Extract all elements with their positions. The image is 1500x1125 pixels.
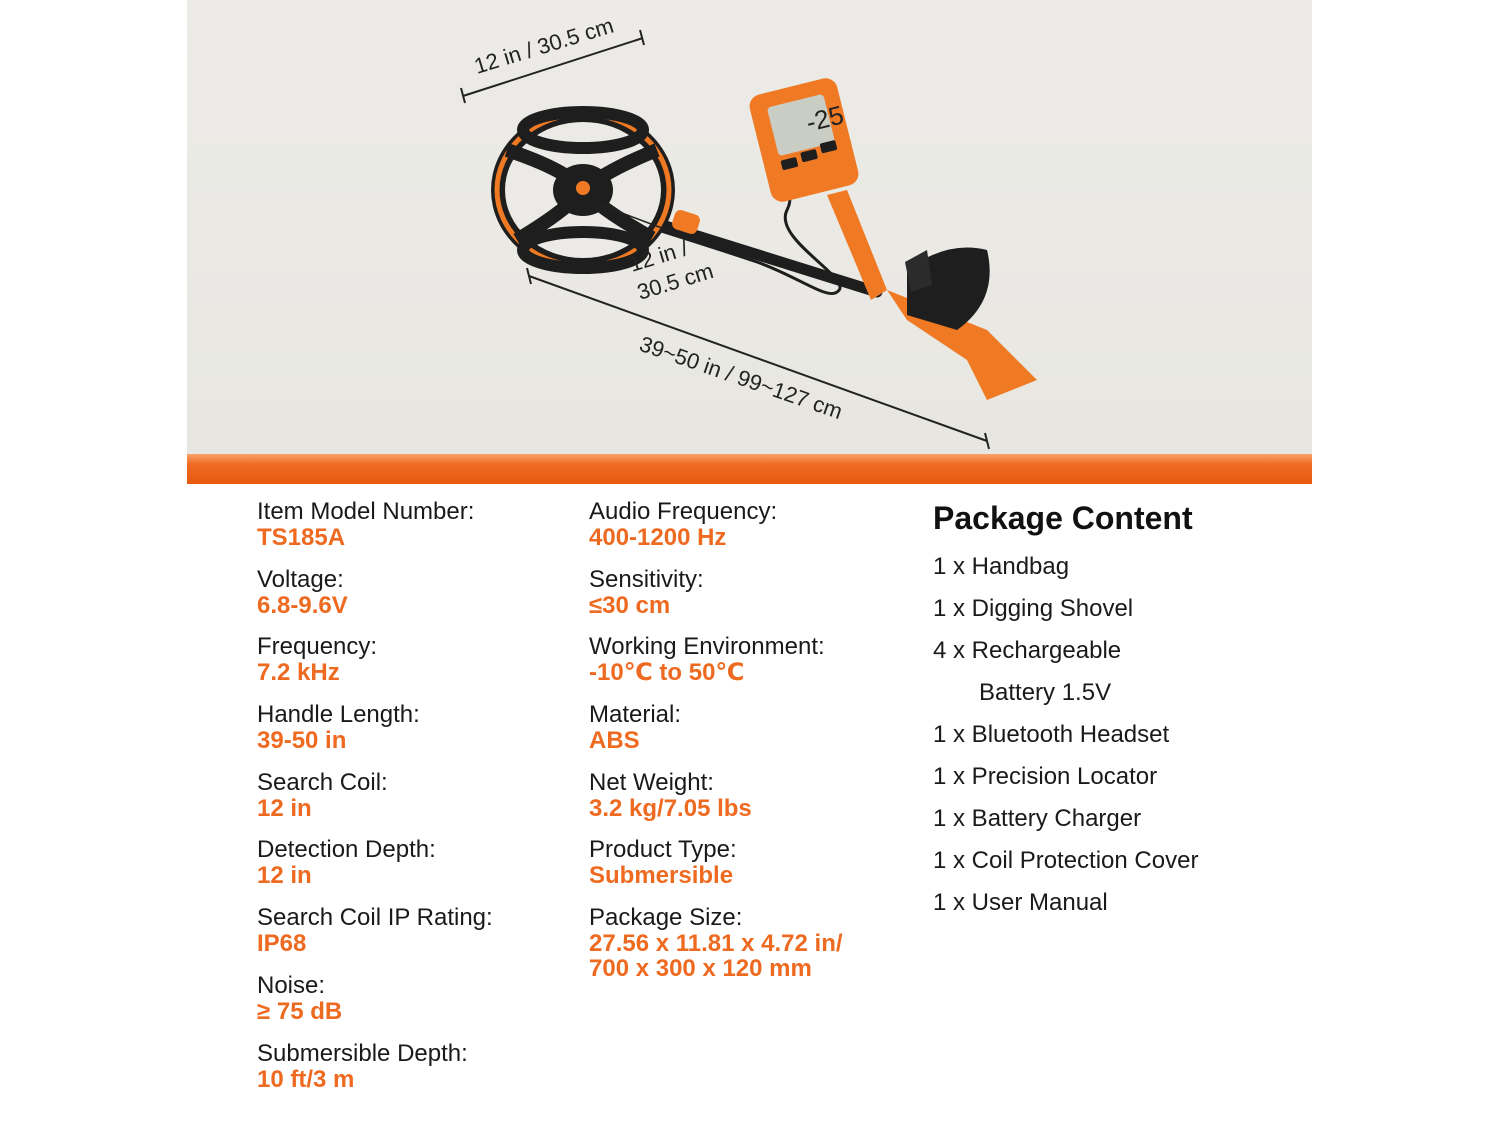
spec-item: Sensitivity:≤30 cm bbox=[589, 565, 843, 635]
spec-value: 12 in bbox=[257, 794, 312, 822]
package-item: 1 x Handbag bbox=[933, 553, 1070, 580]
spec-item: Item Model Number:TS185A bbox=[257, 499, 493, 567]
spec-label: Product Type: bbox=[589, 836, 737, 864]
package-title: Package Content bbox=[933, 500, 1193, 536]
spec-item: Noise:≥ 75 dB bbox=[257, 971, 493, 1041]
specs-left-column: Item Model Number:TS185A Voltage:6.8-9.6… bbox=[257, 499, 493, 1108]
package-item: 1 x Precision Locator bbox=[933, 763, 1158, 790]
package-item: 4 x Rechargeable bbox=[933, 637, 1122, 664]
spec-value: IP68 bbox=[257, 930, 307, 958]
spec-item: Audio Frequency:400-1200 Hz bbox=[589, 499, 843, 567]
specs-right-column: Audio Frequency:400-1200 Hz Sensitivity:… bbox=[589, 499, 843, 982]
spec-value: 3.2 kg/7.05 lbs bbox=[589, 794, 752, 822]
spec-item: Handle Length:39-50 in bbox=[257, 702, 493, 770]
length-label: 39~50 in / 99~127 cm bbox=[636, 331, 845, 424]
spec-item: Net Weight:3.2 kg/7.05 lbs bbox=[589, 768, 843, 838]
spec-value: 12 in bbox=[257, 862, 312, 890]
spec-item: Voltage:6.8-9.6V bbox=[257, 565, 493, 635]
package-item: 1 x Bluetooth Headset bbox=[933, 721, 1170, 748]
package-item: Battery 1.5V bbox=[979, 679, 1112, 706]
spec-value: ≥ 75 dB bbox=[257, 997, 343, 1025]
spec-item: Submersible Depth:10 ft/3 m bbox=[257, 1039, 493, 1109]
package-content: Package Content 1 x Handbag 1 x Digging … bbox=[933, 498, 1198, 924]
spec-value: 27.56 x 11.81 x 4.72 in/ bbox=[589, 930, 843, 958]
spec-label: Material: bbox=[589, 701, 682, 729]
spec-value: 6.8-9.6V bbox=[257, 591, 348, 619]
spec-value: 400-1200 Hz bbox=[589, 524, 727, 551]
spec-item: Working Environment:-10℃ to 50℃ bbox=[589, 634, 843, 702]
search-coil bbox=[491, 106, 675, 274]
spec-label: Detection Depth: bbox=[257, 836, 436, 864]
coil-diameter-label: 12 in / 30.5 cm bbox=[471, 13, 616, 79]
spec-label: Audio Frequency: bbox=[589, 498, 778, 525]
spec-label: Item Model Number: bbox=[257, 498, 475, 525]
package-item: 1 x Digging Shovel bbox=[933, 595, 1134, 622]
spec-value: 10 ft/3 m bbox=[257, 1065, 355, 1093]
spec-label: Sensitivity: bbox=[589, 565, 704, 593]
spec-label: Noise: bbox=[257, 971, 326, 999]
spec-value: 39-50 in bbox=[257, 727, 347, 755]
package-item: 1 x Battery Charger bbox=[933, 805, 1142, 832]
control-unit: -25 bbox=[749, 78, 1037, 400]
product-hero: -25 12 in / 30.5 cm 12 in / 30.5 cm 39~5… bbox=[187, 0, 1312, 484]
spec-item: Detection Depth:12 in bbox=[257, 837, 493, 905]
spec-label: Frequency: bbox=[257, 633, 378, 661]
spec-item: Package Size:27.56 x 11.81 x 4.72 in/700… bbox=[589, 904, 843, 982]
spec-value: ABS bbox=[589, 727, 640, 755]
spec-value-line2: 700 x 300 x 120 mm bbox=[589, 955, 812, 983]
spec-item: Search Coil IP Rating:IP68 bbox=[257, 905, 493, 973]
spec-item: Frequency:7.2 kHz bbox=[257, 634, 493, 702]
spec-label: Voltage: bbox=[257, 565, 344, 593]
spec-item: Product Type:Submersible bbox=[589, 837, 843, 905]
spec-value: -10℃ to 50℃ bbox=[589, 659, 745, 687]
spec-value: Submersible bbox=[589, 862, 734, 890]
package-item: 1 x User Manual bbox=[933, 889, 1108, 916]
spec-item: Material:ABS bbox=[589, 702, 843, 770]
spec-value: 7.2 kHz bbox=[257, 659, 340, 687]
spec-value: ≤30 cm bbox=[589, 591, 671, 619]
package-item: 1 x Coil Protection Cover bbox=[933, 847, 1199, 874]
spec-label: Submersible Depth: bbox=[257, 1039, 468, 1067]
spec-item: Search Coil:12 in bbox=[257, 768, 493, 838]
spec-value: TS185A bbox=[257, 524, 346, 551]
orange-divider-band bbox=[187, 454, 1312, 484]
metal-detector-illustration: -25 12 in / 30.5 cm 12 in / 30.5 cm 39~5… bbox=[460, 13, 1037, 450]
spec-label: Working Environment: bbox=[589, 633, 825, 661]
spec-label: Net Weight: bbox=[589, 768, 714, 796]
spec-label: Handle Length: bbox=[257, 701, 420, 729]
spec-label: Search Coil: bbox=[257, 768, 388, 796]
spec-label: Package Size: bbox=[589, 904, 743, 932]
spec-label: Search Coil IP Rating: bbox=[257, 904, 493, 932]
